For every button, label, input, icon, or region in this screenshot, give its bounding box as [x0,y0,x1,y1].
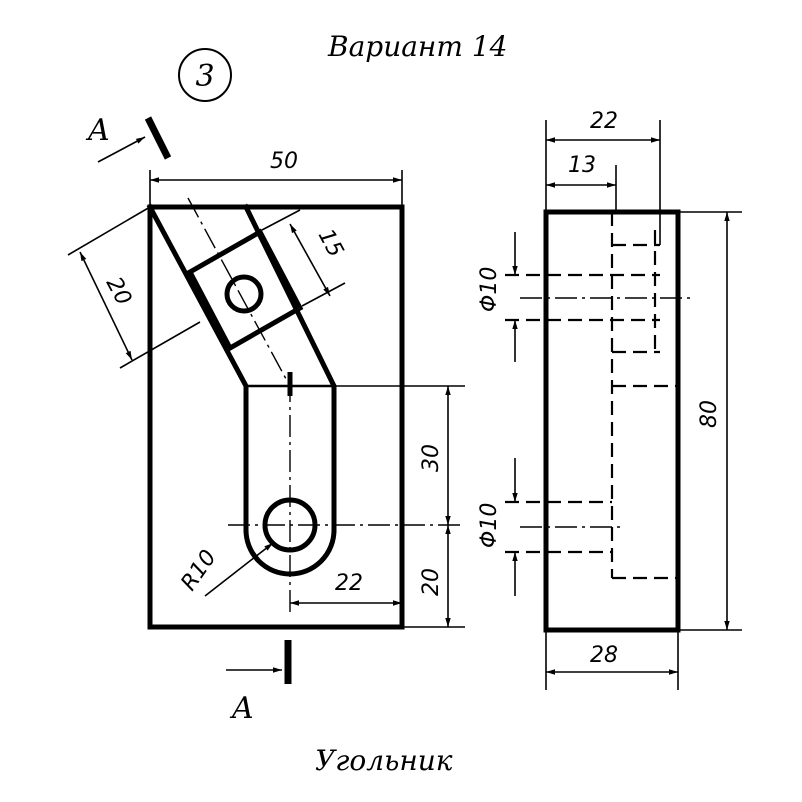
dim-28: 28 [590,643,618,668]
boss-square [186,228,304,352]
ext-15-b [301,282,346,307]
side-view: Φ10 Φ10 22 13 80 28 [477,109,742,690]
ext-20-bottom [119,321,201,369]
front-view: 50 20 15 30 20 22 R10 [67,149,465,630]
dim-20-slanted: 20 [101,273,136,309]
dim-phi10-lower: Φ10 [477,503,502,548]
slot-axis-slanted [187,197,293,391]
sheet-number-circle [178,48,232,102]
dim-50: 50 [270,149,298,174]
dim-15: 15 [313,225,348,261]
dim-line-20-slanted [79,251,133,361]
variant-title: Вариант 14 [327,30,507,63]
dim-20-vertical: 20 [419,568,444,596]
slot-left-edge [146,203,249,533]
leader-r10 [204,542,274,597]
dim-phi10-upper: Φ10 [477,267,502,312]
section-label-top: A [85,113,110,148]
ext-15-a [261,209,301,231]
sheet-number: 3 [195,59,214,94]
dim-13: 13 [568,153,596,178]
dim-line-15 [289,223,331,297]
ext-20-top [67,206,151,256]
front-outline [147,204,405,630]
section-stroke-top [144,116,172,160]
upper-hole [224,274,264,314]
dim-30: 30 [419,444,444,472]
section-arrow-top [97,136,146,163]
dim-22-side: 22 [590,109,618,134]
slot-right-edge [242,203,337,533]
part-name: Угольник [315,744,453,777]
section-label-bottom: A [229,691,254,726]
dim-22-front: 22 [335,571,363,596]
dim-80: 80 [697,400,722,428]
